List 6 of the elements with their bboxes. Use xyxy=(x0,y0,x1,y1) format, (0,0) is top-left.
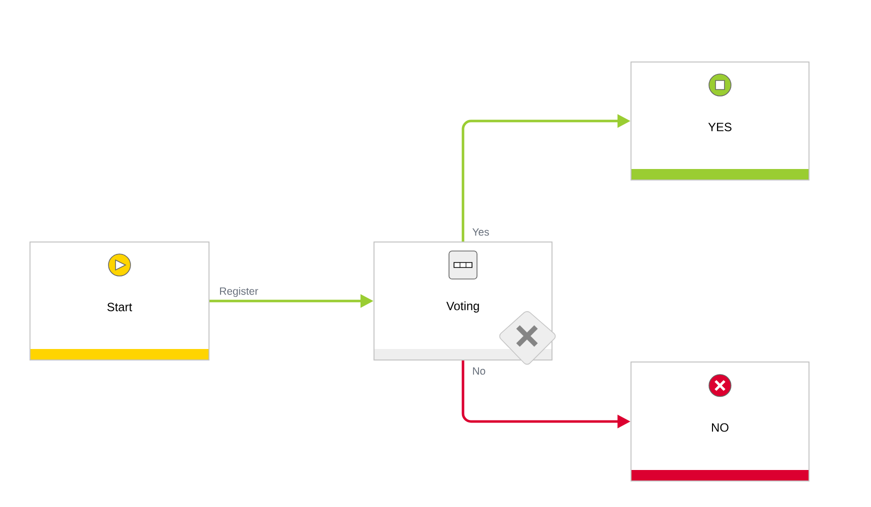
edge-label: No xyxy=(471,366,487,376)
edge-label: Yes xyxy=(471,227,490,237)
process-box: Start xyxy=(30,242,210,360)
edge-label: Register xyxy=(218,286,260,298)
process-box: YES xyxy=(630,62,810,180)
process-box: NO xyxy=(630,362,810,482)
